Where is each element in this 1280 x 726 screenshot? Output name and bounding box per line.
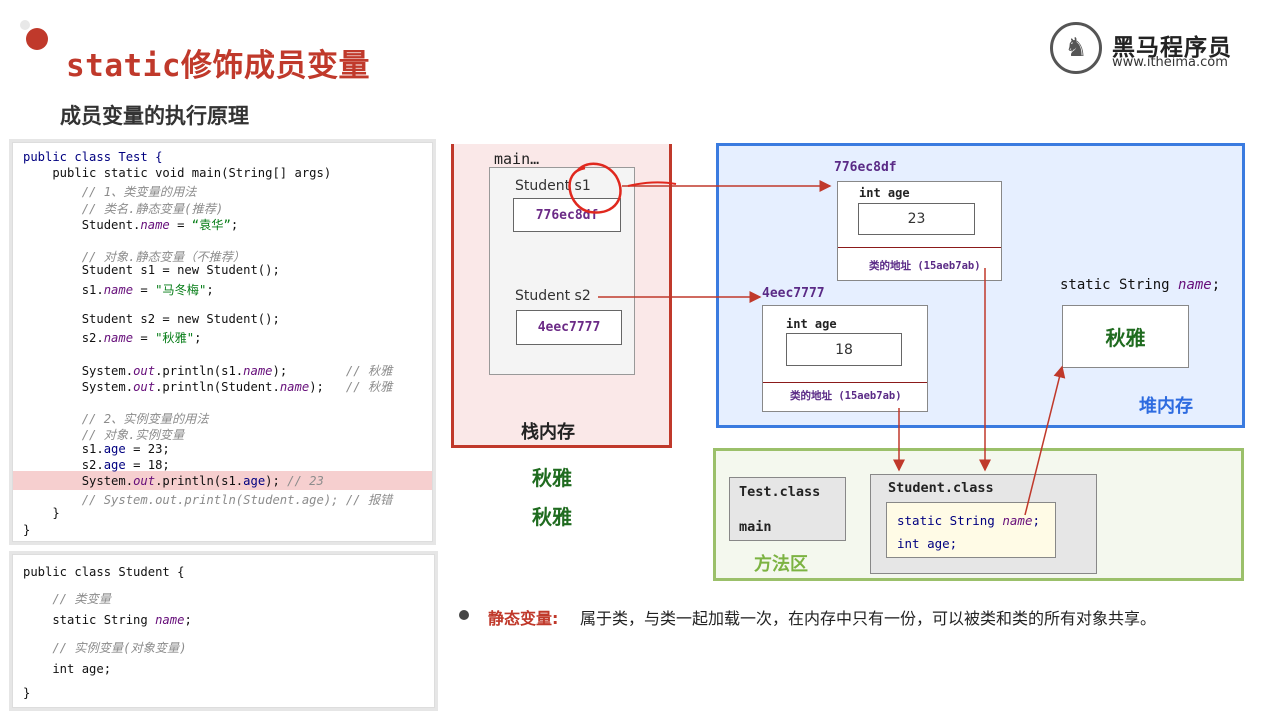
s2-address-box: 4eec7777: [516, 310, 622, 345]
code-line: System.out.println(s1.name); // 秋雅: [23, 363, 393, 378]
code-line: Student s2 = new Student();: [23, 312, 280, 326]
note-keyword: 静态变量:: [488, 609, 559, 628]
logo-url: www.itheima.com: [1112, 55, 1228, 70]
slide-title: static修饰成员变量: [66, 48, 370, 84]
code-line: // 对象.实例变量: [23, 428, 185, 443]
code-line: // 2、实例变量的用法: [23, 412, 209, 427]
code-panel-student: public class Student { // 类变量 static Str…: [12, 554, 435, 708]
object1-age-value: 23: [858, 203, 975, 235]
code-line: // 1、类变量的用法: [23, 185, 197, 200]
code-line: // 类名.静态变量(推荐): [23, 201, 224, 216]
code-line: // 实例变量(对象变量): [23, 640, 187, 655]
bullet-icon: [459, 610, 469, 620]
stack-memory-label: 栈内存: [521, 422, 575, 443]
code-line: }: [23, 506, 60, 521]
note-text: 属于类，与类一起加载一次，在内存中只有一份，可以被类和类的所有对象共享。: [580, 609, 1157, 628]
main-frame-label: main…: [494, 150, 540, 168]
code-line: public class Student {: [23, 565, 185, 579]
student-object-2: int age 18 类的地址 (15aeb7ab): [762, 305, 928, 412]
code-line: s1.name = "马冬梅";: [23, 282, 214, 297]
object1-address: 776ec8df: [834, 160, 897, 175]
code-line: }: [23, 686, 31, 700]
code-panel-test: public class Test { public static void m…: [12, 142, 433, 542]
code-line: Student s1 = new Student();: [23, 263, 280, 278]
code-line: static String name;: [23, 613, 192, 628]
static-name-value-box: 秋雅: [1062, 305, 1189, 368]
code-line: s1.age = 23;: [23, 441, 170, 456]
student-object-1: int age 23 类的地址 (15aeb7ab): [837, 181, 1002, 281]
code-line: Student.name = “袁华”;: [23, 217, 239, 232]
console-output-2: 秋雅: [532, 505, 572, 529]
object1-field-label: int age: [859, 186, 910, 200]
object2-age-value: 18: [786, 333, 902, 366]
code-line: }: [23, 522, 31, 537]
logo-name: 黑马程序员: [1112, 35, 1232, 61]
code-line: System.out.println(s1.age); // 23: [23, 474, 324, 488]
decor-dot-small: [20, 20, 30, 30]
code-line: // 对象.静态变量（不推荐）: [23, 250, 246, 265]
decor-dot: [26, 28, 48, 50]
handdrawn-circle-annotation: [568, 162, 622, 214]
student-class-label: Student.class: [888, 480, 994, 496]
highlighted-code-line: [13, 471, 432, 490]
object2-field-label: int age: [786, 317, 837, 331]
code-line: int age;: [23, 661, 112, 676]
heap-memory-label: 堆内存: [1139, 396, 1193, 417]
code-line: // System.out.println(Student.age); // 报…: [23, 493, 393, 508]
static-field-line: static String name;: [897, 513, 1041, 528]
console-output-1: 秋雅: [532, 466, 572, 490]
test-class-box: Test.class main: [729, 477, 846, 541]
method-area-label: 方法区: [754, 554, 808, 575]
student-class-members: static String name; int age;: [886, 502, 1056, 558]
code-line: System.out.println(Student.name); // 秋雅: [23, 379, 393, 394]
code-line: public static void main(String[] args): [23, 166, 332, 181]
s1-address-box: 776ec8df: [513, 198, 621, 232]
code-line: public class Test {: [23, 150, 163, 164]
arrow-class-to-static-value: [1024, 365, 1066, 516]
handdrawn-stroke-annotation: [627, 181, 677, 187]
code-line: s2.name = "秋雅";: [23, 331, 202, 346]
horse-logo-icon: ♞: [1050, 22, 1102, 74]
test-class-label: Test.class: [739, 484, 821, 500]
object2-class-ref: 类的地址 (15aeb7ab): [790, 390, 902, 402]
object1-class-ref: 类的地址 (15aeb7ab): [869, 260, 981, 272]
test-main-label: main: [739, 519, 772, 535]
s1-variable-label: Student s1: [515, 178, 591, 194]
object2-address: 4eec7777: [762, 286, 825, 301]
s2-variable-label: Student s2: [515, 288, 591, 304]
slide-subtitle: 成员变量的执行原理: [60, 104, 249, 128]
heap-static-declaration: static String name;: [1060, 277, 1221, 293]
code-line: // 类变量: [23, 592, 111, 607]
code-line: s2.age = 18;: [23, 457, 170, 472]
instance-field-line: int age;: [897, 536, 958, 551]
